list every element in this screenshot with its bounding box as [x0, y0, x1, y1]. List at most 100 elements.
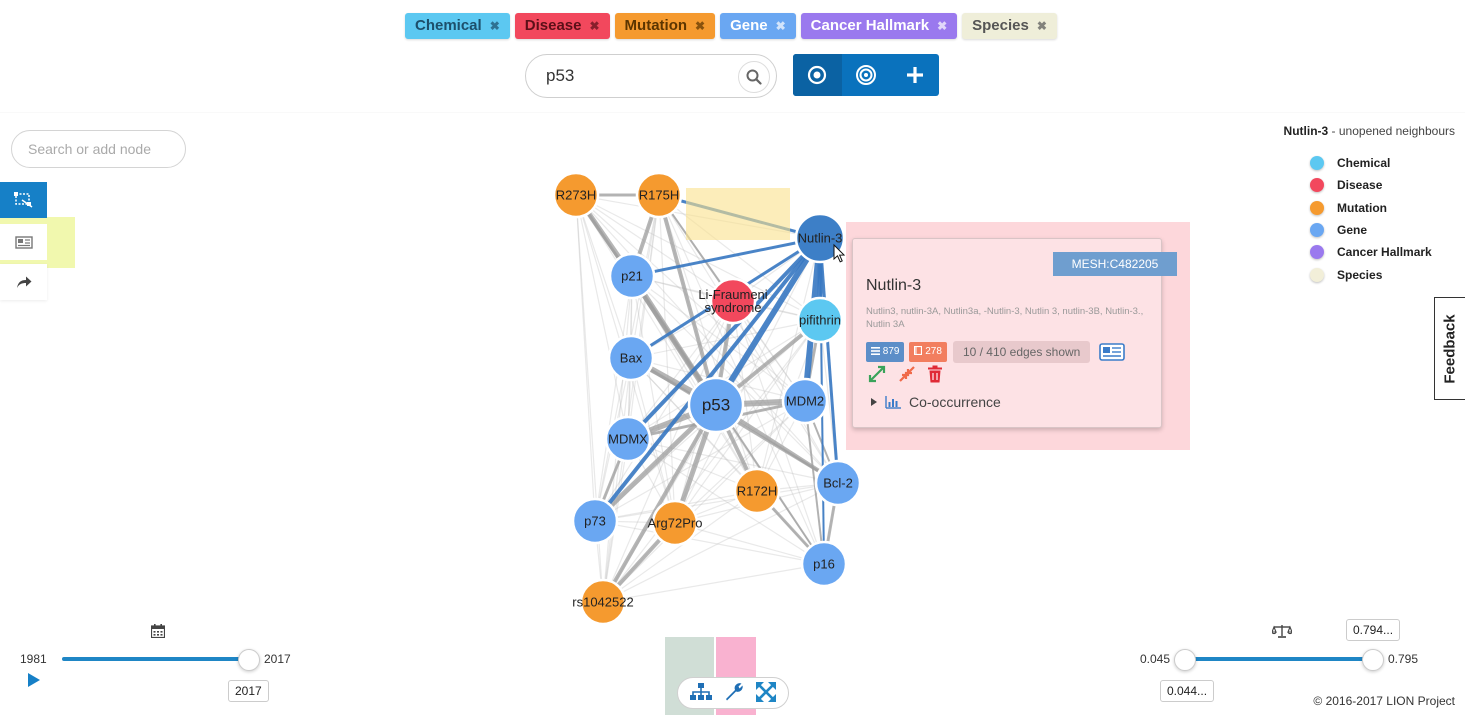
- graph-node-bcl-2[interactable]: Bcl-2: [814, 459, 862, 507]
- graph-edge[interactable]: [631, 275, 676, 524]
- graph-edge[interactable]: [818, 237, 840, 484]
- graph-edge[interactable]: [630, 357, 676, 524]
- feedback-tab[interactable]: Feedback: [1434, 297, 1465, 400]
- graph-edge[interactable]: [594, 300, 734, 522]
- graph-node-pifithrin[interactable]: pifithrin: [796, 296, 844, 344]
- graph-edge[interactable]: [631, 236, 821, 278]
- graph-edge[interactable]: [602, 357, 632, 603]
- graph-node-circle[interactable]: [814, 459, 862, 507]
- play-timeline-button[interactable]: [28, 673, 40, 687]
- graph-edge[interactable]: [575, 194, 632, 359]
- graph-node-arg72pro[interactable]: Arg72Pro: [648, 499, 703, 547]
- settings-button[interactable]: [723, 681, 745, 703]
- hierarchy-layout-button[interactable]: [690, 681, 712, 703]
- filter-chip-gene[interactable]: Gene✖: [720, 13, 796, 39]
- filter-chip-chemical[interactable]: Chemical✖: [405, 13, 510, 39]
- close-icon[interactable]: ✖: [937, 19, 948, 33]
- graph-edge[interactable]: [602, 490, 758, 603]
- graph-node-mdmx[interactable]: MDMX: [604, 415, 652, 463]
- score-slider-low-handle[interactable]: [1174, 649, 1196, 671]
- graph-edge[interactable]: [658, 194, 676, 524]
- graph-node-rs1042522[interactable]: rs1042522: [572, 578, 634, 626]
- graph-node-r175h[interactable]: R175H: [635, 171, 683, 219]
- graph-node-circle[interactable]: [687, 376, 745, 434]
- graph-node-circle[interactable]: [796, 296, 844, 344]
- time-slider-handle[interactable]: [238, 649, 260, 671]
- graph-node-p21[interactable]: p21: [608, 252, 656, 300]
- graph-edge[interactable]: [732, 300, 825, 565]
- graph-node-circle[interactable]: [607, 334, 655, 382]
- cooccurrence-toggle[interactable]: Co-occurrence: [871, 394, 1001, 410]
- graph-edge[interactable]: [575, 194, 839, 484]
- filter-chip-mutation[interactable]: Mutation✖: [614, 13, 716, 39]
- graph-node-circle[interactable]: [635, 171, 683, 219]
- graph-edge[interactable]: [713, 236, 823, 407]
- graph-node-circle[interactable]: [794, 212, 846, 264]
- search-button[interactable]: [738, 61, 770, 93]
- graph-edge[interactable]: [674, 522, 825, 565]
- graph-edge[interactable]: [602, 319, 821, 603]
- add-node-button[interactable]: [890, 54, 939, 96]
- graph-edge[interactable]: [602, 400, 806, 603]
- graph-edge[interactable]: [657, 194, 718, 406]
- graph-node-circle[interactable]: [579, 578, 627, 626]
- graph-node-nutlin-3[interactable]: Nutlin-3: [794, 212, 846, 264]
- collapse-icon[interactable]: [897, 364, 917, 384]
- graph-edge[interactable]: [627, 438, 839, 484]
- close-icon[interactable]: ✖: [589, 19, 600, 33]
- graph-node-circle[interactable]: [800, 540, 848, 588]
- graph-node-circle[interactable]: [733, 467, 781, 515]
- graph-edge[interactable]: [732, 300, 758, 492]
- graph-edge[interactable]: [631, 275, 806, 402]
- graph-edge[interactable]: [575, 194, 596, 522]
- graph-edge[interactable]: [575, 194, 806, 402]
- graph-edge[interactable]: [594, 400, 806, 522]
- graph-edge[interactable]: [575, 194, 758, 492]
- graph-node-circle[interactable]: [651, 499, 699, 547]
- graph-node-circle[interactable]: [709, 277, 757, 325]
- main-search-input[interactable]: [544, 65, 738, 87]
- score-slider-high-handle[interactable]: [1362, 649, 1384, 671]
- single-node-mode-button[interactable]: [793, 54, 842, 96]
- close-icon[interactable]: ✖: [775, 19, 786, 33]
- graph-edge[interactable]: [674, 400, 806, 524]
- trash-icon[interactable]: [927, 365, 943, 383]
- articles-button[interactable]: [0, 224, 47, 260]
- graph-node-mdm2[interactable]: MDM2: [781, 377, 829, 425]
- neighbourhood-mode-button[interactable]: [842, 54, 891, 96]
- graph-edge[interactable]: [602, 563, 825, 603]
- graph-node-r172h[interactable]: R172H: [733, 467, 781, 515]
- graph-node-p73[interactable]: p73: [571, 497, 619, 545]
- close-icon[interactable]: ✖: [489, 19, 500, 33]
- time-slider-track[interactable]: [62, 657, 248, 661]
- graph-edge[interactable]: [627, 300, 734, 440]
- graph-edge[interactable]: [575, 194, 734, 302]
- fit-screen-button[interactable]: [755, 681, 777, 703]
- graph-edge[interactable]: [602, 482, 839, 603]
- filter-chip-disease[interactable]: Disease✖: [514, 13, 610, 39]
- graph-node-circle[interactable]: [608, 252, 656, 300]
- graph-edge[interactable]: [658, 194, 825, 565]
- graph-edge[interactable]: [575, 194, 629, 440]
- node-search-input[interactable]: [26, 140, 180, 158]
- book-count-badge[interactable]: 278: [909, 342, 947, 362]
- graph-edge[interactable]: [627, 194, 660, 440]
- newspaper-icon[interactable]: [1099, 343, 1126, 361]
- graph-edge[interactable]: [756, 237, 821, 492]
- graph-node-bax[interactable]: Bax: [607, 334, 655, 382]
- graph-edge[interactable]: [601, 404, 718, 603]
- graph-edge[interactable]: [594, 520, 825, 565]
- graph-node-circle[interactable]: [781, 377, 829, 425]
- graph-edge[interactable]: [658, 194, 758, 492]
- score-slider-track[interactable]: [1186, 657, 1370, 661]
- graph-node-circle[interactable]: [604, 415, 652, 463]
- filter-chip-cancer-hallmark[interactable]: Cancer Hallmark✖: [800, 13, 958, 39]
- graph-edge[interactable]: [658, 194, 821, 321]
- graph-node-p16[interactable]: p16: [800, 540, 848, 588]
- graph-edge[interactable]: [594, 482, 839, 522]
- graph-node-circle[interactable]: [571, 497, 619, 545]
- expand-icon[interactable]: [867, 364, 887, 384]
- mesh-id-tag[interactable]: MESH:C482205: [1053, 252, 1177, 276]
